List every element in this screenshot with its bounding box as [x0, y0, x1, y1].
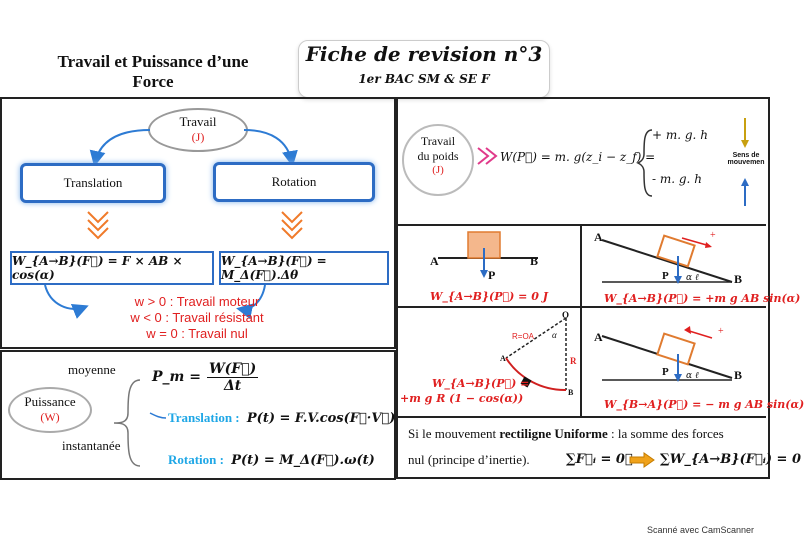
- d3-O: O: [562, 310, 570, 320]
- grid-v1: [580, 224, 582, 418]
- formula-rotation-box: W_{A→B}(F⃗) = M_Δ(F⃗).Δθ: [219, 251, 389, 285]
- arrow-right-icon: [629, 452, 655, 468]
- travail-ellipse: Travail (J): [148, 108, 248, 152]
- puissance-translation-row: Translation : P(t) = F.V.cos(F⃗·V⃗): [168, 410, 395, 426]
- left-top-frame: [0, 97, 396, 349]
- pm-fraction: W(F⃗) Δt: [206, 360, 259, 394]
- poids-label-2: du poids: [417, 149, 459, 163]
- uniforme-text-a: Si le mouvement: [408, 426, 500, 441]
- uniforme-text-c: : la somme des forces: [607, 426, 724, 441]
- d4-P: P⃗: [662, 366, 678, 378]
- d3-result1: W_{A→B}(P⃗) =: [432, 377, 530, 390]
- pm-lhs: P_m =: [152, 369, 201, 385]
- chevron-down-icon-left: [87, 211, 109, 240]
- puissance-rotation-formula: P(t) = M_Δ(F⃗).ω(t): [231, 453, 375, 468]
- uniforme-text-b: rectiligne Uniforme: [499, 426, 608, 441]
- poids-minus: - m. g. h: [652, 172, 702, 186]
- pm-denominator: Δt: [223, 377, 242, 394]
- translation-box: Translation: [20, 163, 166, 203]
- diagram-incline-up: [601, 234, 733, 284]
- d3-ROA: R=OA: [512, 332, 535, 341]
- instantanee-label: instantanée: [62, 438, 121, 453]
- d1-B: B: [530, 254, 539, 268]
- poids-ellipse: Travail du poids (J): [402, 124, 474, 196]
- puissance-translation-label: Translation :: [168, 410, 240, 425]
- d2-B: B: [734, 272, 743, 286]
- diagram-incline-down: [601, 326, 733, 382]
- poids-label-1: Travail: [420, 134, 456, 148]
- d1-P: P⃗: [488, 268, 505, 282]
- d4-alpha: α ℓ: [686, 371, 699, 381]
- d4-A: A: [594, 330, 603, 344]
- puissance-ellipse: Puissance (W): [8, 387, 92, 433]
- d3-alpha: α: [552, 330, 557, 340]
- fiche-title: Fiche de revision n°3: [305, 42, 543, 66]
- arrow-to-rotation: [243, 129, 298, 167]
- uniforme-eq1: ∑F⃗ᵢ = 0⃗: [566, 452, 633, 467]
- d2-result: W_{A→B}(P⃗) = +m g AB sin(α): [604, 292, 801, 305]
- title-line-1: Travail et Puissance d’une: [57, 52, 249, 71]
- chevron-right-icon: [477, 147, 498, 165]
- d2-A: A: [594, 230, 603, 244]
- puissance-rotation-row: Rotation : P(t) = M_Δ(F⃗).ω(t): [168, 452, 375, 468]
- d4-plus: +: [718, 326, 724, 337]
- puissance-translation-formula: P(t) = F.V.cos(F⃗·V⃗): [246, 411, 396, 426]
- poids-unit: (J): [432, 164, 444, 176]
- right-frame: [396, 97, 770, 479]
- d4-B: B: [734, 368, 743, 382]
- pm-numerator: W(F⃗): [206, 360, 259, 378]
- scanner-watermark: Scanné avec CamScanner: [646, 525, 754, 535]
- arrow-right-curve: [236, 284, 266, 320]
- uniforme-line1: Si le mouvement rectiligne Uniforme : la…: [408, 426, 724, 442]
- uniforme-eq2: ∑W_{A→B}(F⃗ᵢ) = 0: [660, 452, 802, 467]
- d4-result: W_{B→A}(P⃗) = − m g AB sin(α): [604, 398, 804, 411]
- formula-translation: W_{A→B}(F⃗) = F × AB × cos(α): [12, 254, 183, 282]
- d3-R: R: [570, 356, 577, 366]
- d3-result2: +m g R (1 − cos(α)): [400, 392, 524, 405]
- arrow-to-translation: [89, 129, 151, 167]
- travail-label: Travail: [179, 114, 217, 129]
- rotation-label: Rotation: [271, 174, 317, 189]
- d1-A: A: [430, 254, 439, 268]
- poids-plus: + m. g. h: [652, 128, 708, 142]
- poids-formula: W(P⃗) = m. g(z_i − z_f) =: [500, 150, 656, 164]
- title-line-2: Force: [132, 72, 174, 91]
- formula-rotation: W_{A→B}(F⃗) = M_Δ(F⃗).Δθ: [221, 254, 327, 282]
- sens-label-2: mouvemen: [727, 159, 765, 166]
- translation-label: Translation: [63, 175, 123, 190]
- sens-label: Sens de mouvemen: [726, 152, 766, 166]
- diagram-horizontal: [438, 231, 538, 278]
- left-bottom-frame: [0, 350, 396, 480]
- sign-resistant: w < 0 : Travail résistant: [130, 310, 264, 325]
- travail-arrows: [44, 129, 303, 320]
- puissance-brace: [113, 379, 167, 467]
- d2-P: P⃗: [662, 270, 678, 282]
- d2-plus: +: [710, 230, 716, 241]
- rotation-box: Rotation: [213, 162, 375, 202]
- arrow-left-curve: [44, 284, 89, 319]
- fiche-subtitle: 1er BAC SM & SE F: [358, 72, 490, 86]
- sign-nul: w = 0 : Travail nul: [146, 326, 248, 341]
- puissance-rotation-label: Rotation :: [168, 452, 224, 467]
- poids-brace: [636, 129, 653, 197]
- page-title: Travail et Puissance d’une Force: [18, 52, 288, 92]
- uniforme-text2: nul (principe d’inertie).: [408, 452, 530, 467]
- travail-unit: (J): [191, 130, 205, 144]
- sign-list: w > 0 : Travail moteur w < 0 : Travail r…: [92, 294, 302, 342]
- sens-arrows-icon: [741, 118, 749, 206]
- sens-label-1: Sens de: [732, 152, 760, 159]
- formula-translation-box: W_{A→B}(F⃗) = F × AB × cos(α): [10, 251, 214, 285]
- d3-B: B: [568, 388, 574, 397]
- d2-alpha: α ℓ: [686, 273, 699, 283]
- d3-A: A: [500, 354, 506, 363]
- d1-result: W_{A→B}(P⃗) = 0 J: [430, 290, 548, 303]
- puissance-unit: (W): [40, 410, 60, 424]
- sign-moteur: w > 0 : Travail moteur: [134, 294, 260, 309]
- pm-formula: P_m = W(F⃗) Δt: [152, 355, 259, 399]
- moyenne-label: moyenne: [68, 362, 116, 377]
- diagram-circular: [505, 317, 567, 392]
- puissance-label: Puissance: [24, 394, 76, 409]
- chevron-down-icon-right: [281, 211, 303, 240]
